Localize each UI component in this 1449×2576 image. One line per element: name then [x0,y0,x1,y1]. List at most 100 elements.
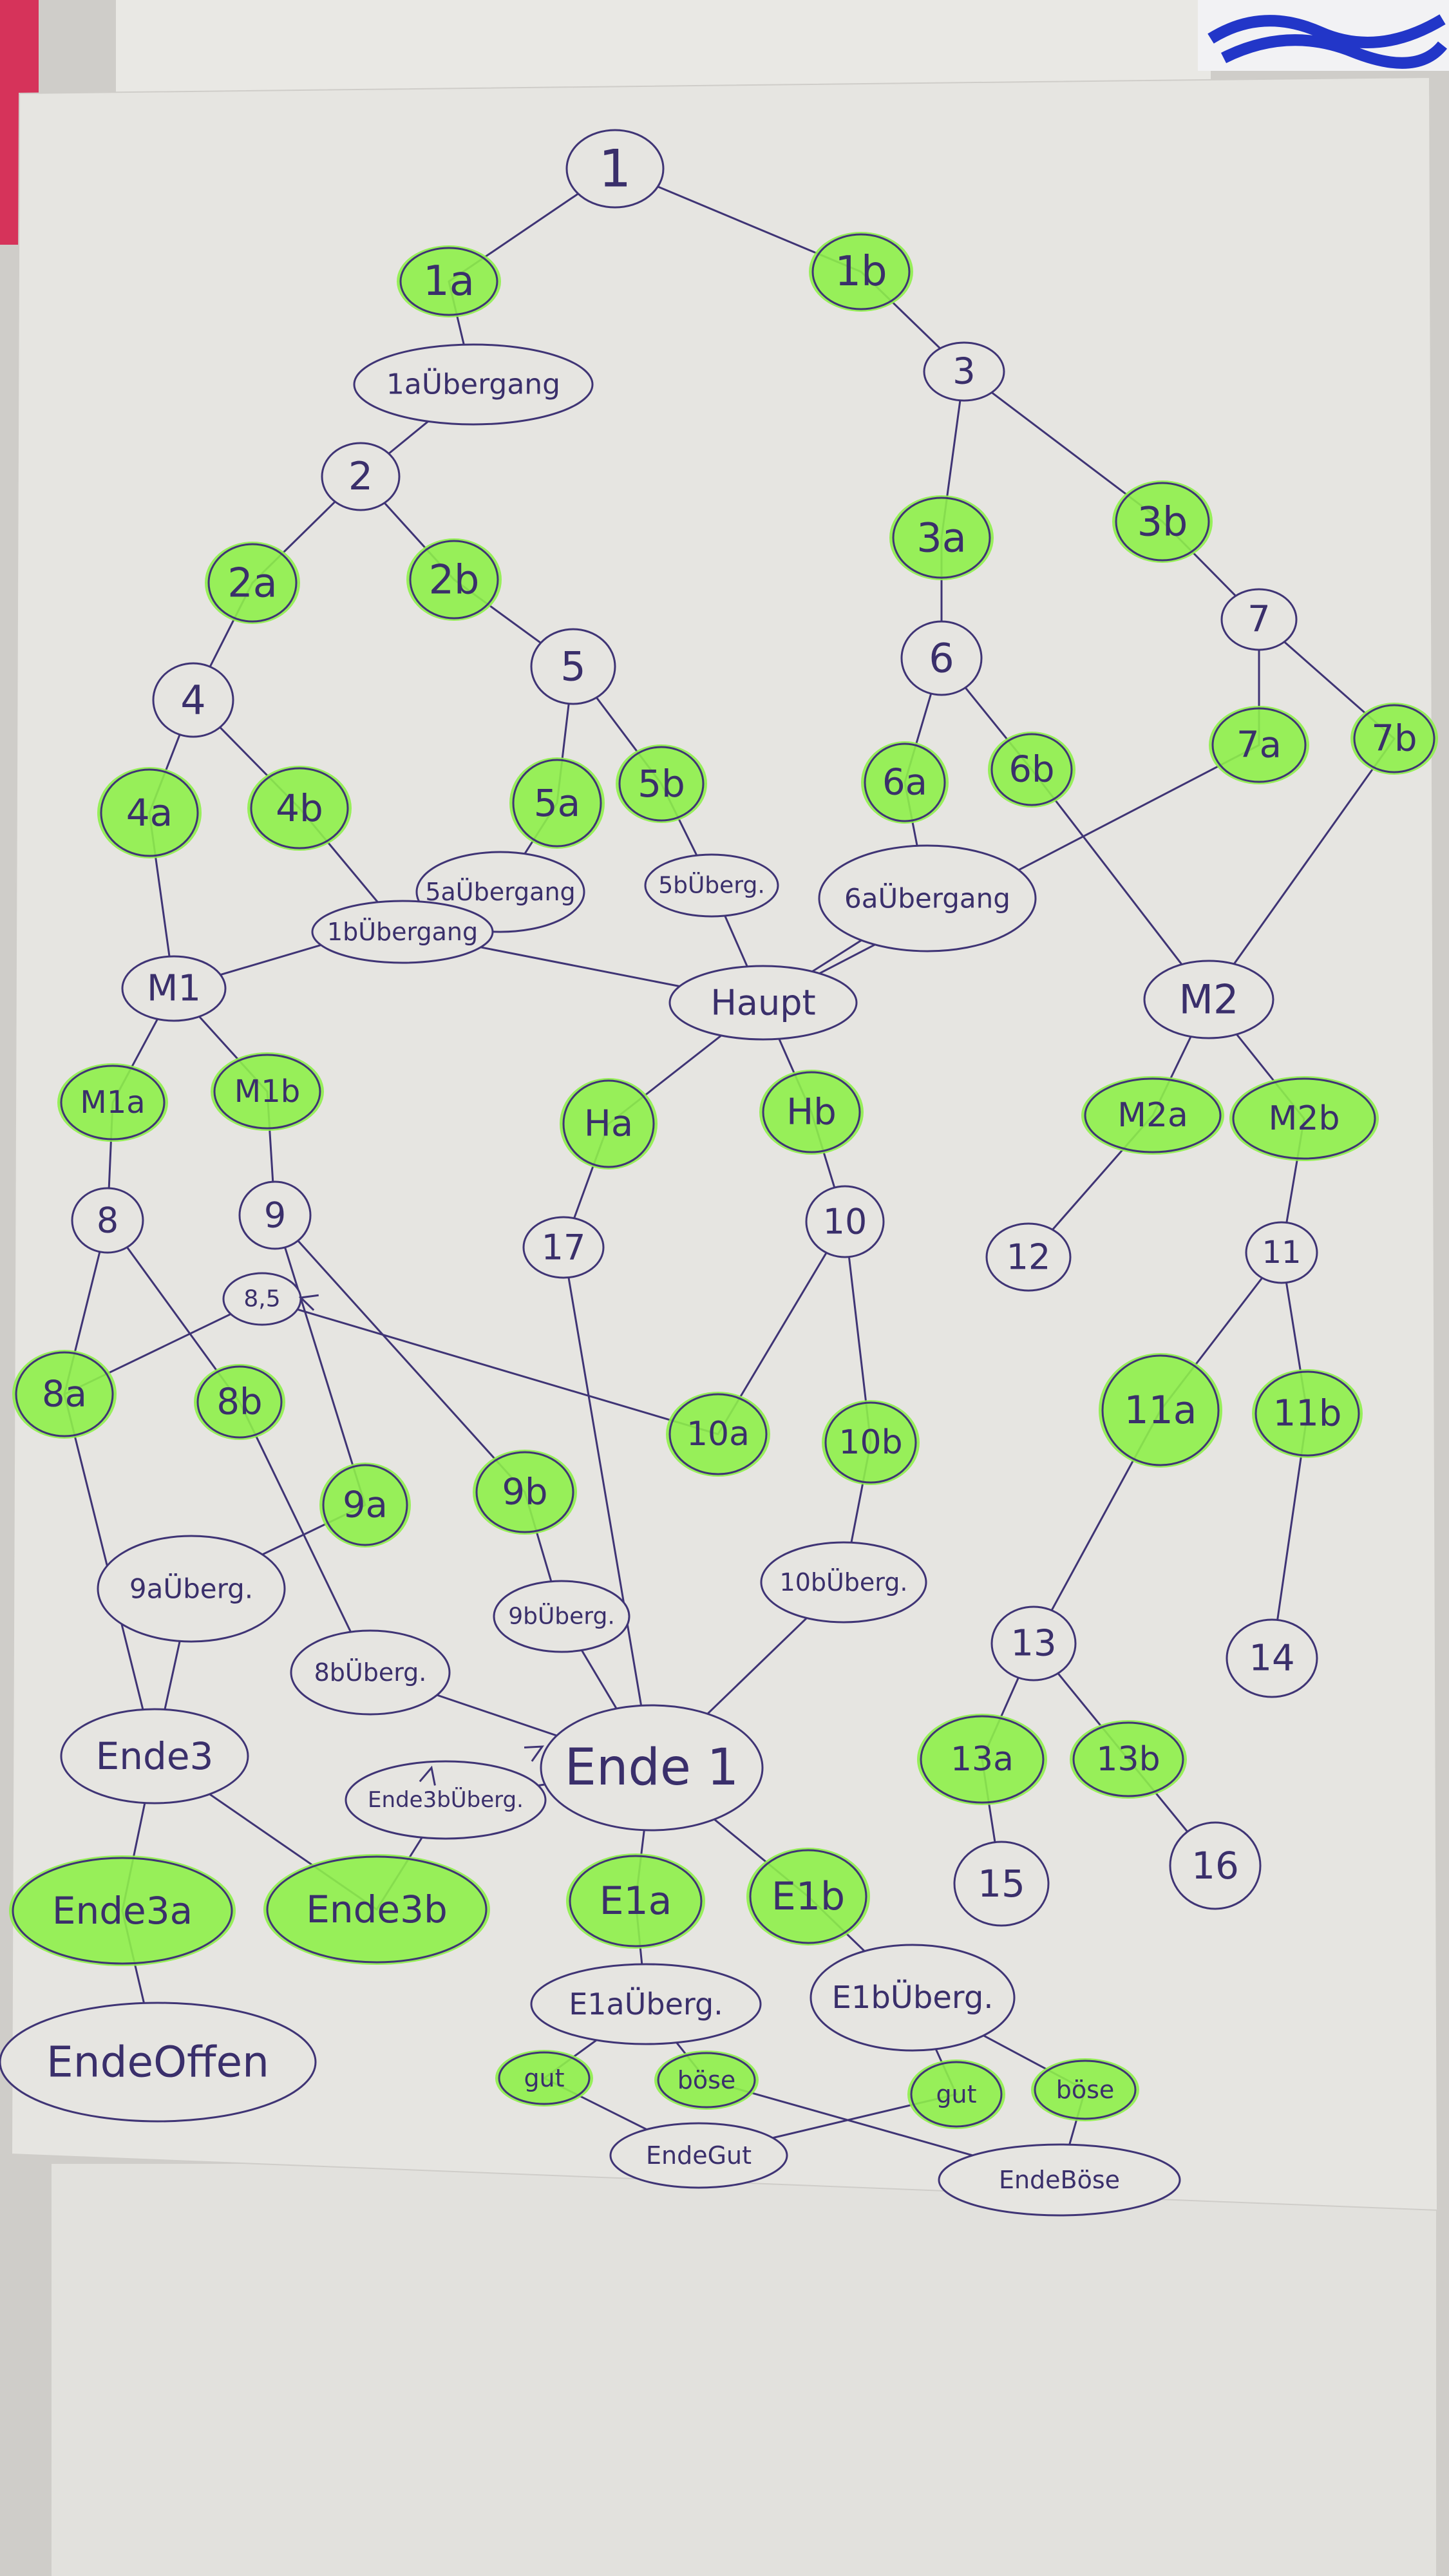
node-label: EndeOffen [46,2038,269,2087]
node-n16: 16 [1169,1821,1262,1910]
node-label: 1b [835,248,887,296]
node-nM2: M2 [1143,960,1274,1039]
highlight-marker [1229,1076,1379,1161]
node-n6b: 6b [988,732,1075,808]
node-label: 4a [126,791,173,835]
node-outline [266,1855,488,1964]
node-n10b: 10b [822,1400,920,1485]
node-label: M2b [1269,1099,1340,1138]
node-outline [196,1365,283,1439]
node-outline [1084,1077,1222,1153]
node-nE1au: E1aÜberg. [530,1963,762,2045]
node-outline [321,442,401,511]
node-outline [1034,2060,1137,2120]
node-n85: 8,5 [222,1272,302,1326]
highlight-marker [9,1855,236,1966]
node-label: 10a [687,1415,750,1454]
edge-n10a-n85 [261,1298,719,1435]
node-n9: 9 [238,1180,312,1250]
node-label: 8b [216,1381,262,1423]
node-label: 9a [343,1484,388,1526]
highlight-marker [509,757,605,849]
node-nM2a: M2a [1081,1076,1224,1155]
node-label: Haupt [710,983,815,1023]
node-label: 8a [42,1374,87,1416]
node-outline [1220,588,1298,651]
node-outline [530,1963,762,2045]
node-label: E1aÜberg. [569,1987,723,2022]
node-n1bu: 1bÜbergang [311,900,494,964]
node-n2: 2 [321,442,401,511]
node-outline [762,1071,861,1153]
node-outline [530,628,616,705]
node-outline [12,1857,233,1965]
node-outline [644,853,779,918]
node-nHaupt: Haupt [668,965,858,1041]
node-label: 3a [916,515,966,562]
highlight-marker [12,1350,117,1439]
node-outline [920,1715,1045,1804]
node-label: Ende3b [306,1888,448,1931]
node-label: 2b [429,556,480,603]
node-outline [892,497,991,579]
highlight-marker [907,2060,1005,2129]
node-outline [60,1708,249,1804]
node-label: 7 [1247,599,1271,641]
node-n5: 5 [530,628,616,705]
node-label: M2 [1179,976,1239,1023]
node-n13: 13 [990,1605,1077,1681]
node-nM1a: M1a [57,1063,168,1142]
node-n9bu: 9bÜberg. [493,1580,630,1653]
node-n1b: 1b [809,232,913,312]
node-n9a: 9a [319,1463,411,1548]
node-n10bu: 10bÜberg. [760,1541,927,1624]
node-outline [1232,1077,1376,1160]
node-n10a: 10a [666,1392,770,1477]
node-n2b: 2b [406,538,502,621]
node-outline [213,1054,321,1130]
node-outline [1169,1821,1262,1910]
node-label: gut [524,2064,564,2092]
highlight-marker [205,542,300,624]
node-outline [953,1841,1050,1927]
node-label: 4b [276,786,323,830]
node-outline [250,767,349,849]
node-label: 8bÜberg. [314,1658,427,1687]
node-outline [760,1541,927,1624]
node-label: M1 [147,968,201,1010]
highlight-marker [1070,1720,1187,1799]
node-nEnde3: Ende3 [60,1708,249,1804]
node-outline [1226,1618,1318,1698]
highlight-marker [759,1070,864,1155]
node-outline [493,1580,630,1653]
node-label: gut [936,2080,976,2108]
arrowhead-to-8-5 [298,1294,319,1311]
highlight-marker [1099,1353,1222,1468]
node-label: 3 [952,351,976,393]
highlight-marker [319,1463,411,1548]
node-n14: 14 [1226,1618,1318,1698]
node-nHb: Hb [759,1070,864,1155]
node-label: 12 [1007,1237,1051,1278]
node-label: 11a [1124,1388,1197,1433]
highlight-marker [473,1450,577,1535]
node-label: 5b [638,762,685,806]
node-label: 15 [978,1862,1025,1906]
edge-n9-n9a [274,1214,366,1506]
node-label: 5a [534,781,580,825]
highlight-marker [822,1400,920,1485]
node-label: 10bÜberg. [780,1568,908,1596]
node-nbose1: böse [654,2050,759,2110]
node-label: 3b [1137,498,1188,545]
node-outline [609,2122,788,2189]
node-n5a: 5a [509,757,605,849]
node-label: 11 [1262,1235,1301,1271]
node-n1au: 1aÜbergang [353,343,594,426]
node-outline [565,129,665,209]
highlight-marker [211,1052,324,1131]
node-outline [985,1222,1072,1292]
node-n7a: 7a [1209,706,1309,784]
node-label: 9bÜberg. [508,1603,615,1630]
